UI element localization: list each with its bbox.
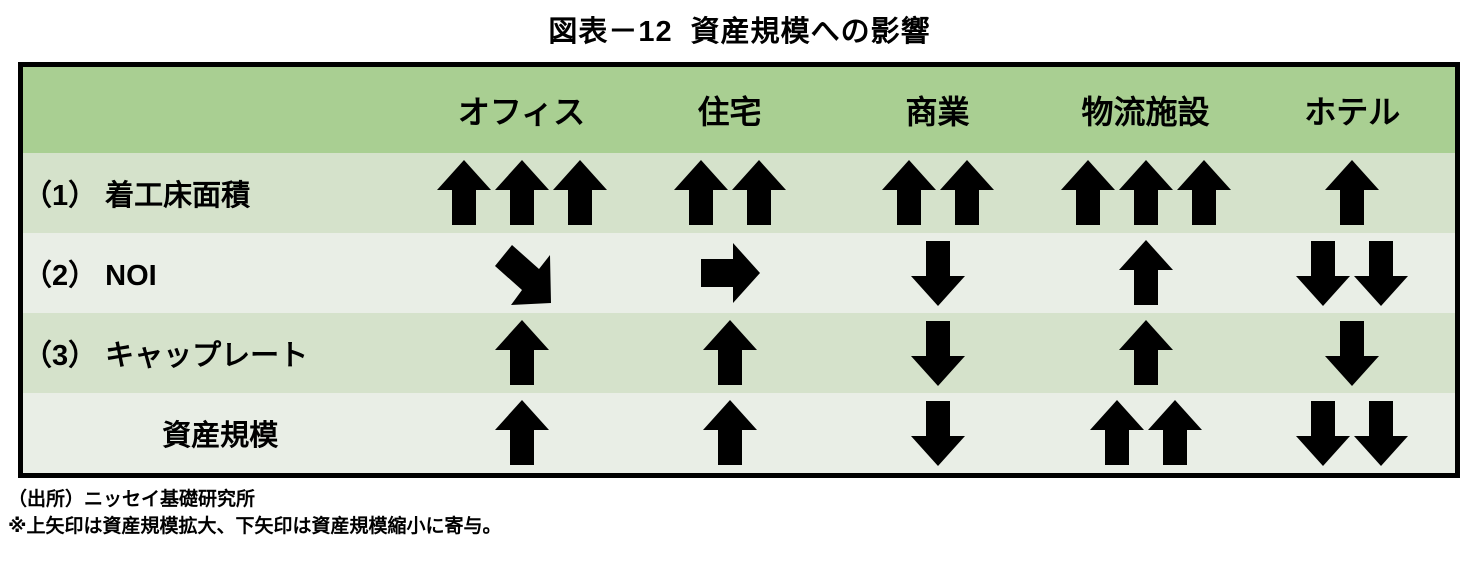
column-header-hotel: ホテル xyxy=(1249,64,1458,153)
arrow-group xyxy=(834,233,1042,313)
row-label: （3） キャップレート xyxy=(20,313,418,393)
arrow-up-icon xyxy=(1060,159,1116,227)
table-head: オフィス住宅商業物流施設ホテル xyxy=(20,64,1458,153)
arrow-down-icon xyxy=(910,319,966,387)
cell-retail xyxy=(833,233,1042,313)
cell-retail xyxy=(833,313,1042,393)
arrow-down-icon xyxy=(1295,239,1351,307)
row-label: （1） 着工床面積 xyxy=(20,153,418,233)
column-header-office: オフィス xyxy=(417,64,626,153)
arrow-up-icon xyxy=(1118,239,1174,307)
arrow-up-icon xyxy=(552,159,608,227)
arrow-group xyxy=(626,153,834,233)
table-row: 資産規模 xyxy=(20,393,1458,476)
cell-hotel xyxy=(1249,233,1458,313)
arrow-group xyxy=(1042,233,1250,313)
arrow-group xyxy=(834,313,1042,393)
cell-hotel xyxy=(1249,393,1458,476)
arrow-up-icon xyxy=(731,159,787,227)
arrow-up-icon xyxy=(494,159,550,227)
cell-office xyxy=(417,233,626,313)
cell-residence xyxy=(625,393,834,476)
arrow-group xyxy=(1042,313,1250,393)
arrow-up-icon xyxy=(494,319,550,387)
arrow-up-icon xyxy=(494,399,550,467)
arrow-down-icon xyxy=(1353,239,1409,307)
arrow-up-icon xyxy=(1089,399,1145,467)
arrow-group xyxy=(1042,393,1250,473)
arrow-group xyxy=(1042,153,1250,233)
table-row: （1） 着工床面積 xyxy=(20,153,1458,233)
arrow-up-icon xyxy=(673,159,729,227)
arrow-group xyxy=(418,233,626,313)
arrow-down-right-icon xyxy=(489,239,555,307)
page-title: 図表－12 資産規模への影響 xyxy=(548,16,931,48)
table-header-row: オフィス住宅商業物流施設ホテル xyxy=(20,64,1458,153)
cell-residence xyxy=(625,153,834,233)
footnote-block: （出所）ニッセイ基礎研究所 ※上矢印は資産規模拡大、下矢印は資産規模縮小に寄与。 xyxy=(8,487,501,541)
arrow-group xyxy=(418,393,626,473)
arrow-group xyxy=(1250,313,1456,393)
footnote-line: ※上矢印は資産規模拡大、下矢印は資産規模縮小に寄与。 xyxy=(8,515,502,537)
row-label: （2） NOI xyxy=(20,233,418,313)
arrow-group xyxy=(1250,233,1456,313)
arrow-group xyxy=(834,153,1042,233)
arrow-down-icon xyxy=(1324,319,1380,387)
column-header-residence: 住宅 xyxy=(625,64,834,153)
arrow-group xyxy=(626,233,834,313)
cell-residence xyxy=(625,233,834,313)
cell-retail xyxy=(833,393,1042,476)
arrow-down-icon xyxy=(1353,399,1409,467)
cell-logistics xyxy=(1041,313,1250,393)
table-corner-cell xyxy=(20,64,418,153)
arrow-up-icon xyxy=(1118,319,1174,387)
arrow-up-icon xyxy=(881,159,937,227)
arrow-down-icon xyxy=(1295,399,1351,467)
table-row: （3） キャップレート xyxy=(20,313,1458,393)
arrow-up-icon xyxy=(1176,159,1232,227)
arrow-up-icon xyxy=(1147,399,1203,467)
arrow-group xyxy=(1250,153,1456,233)
cell-office xyxy=(417,393,626,476)
arrow-down-icon xyxy=(910,239,966,307)
cell-logistics xyxy=(1041,153,1250,233)
arrow-group xyxy=(834,393,1042,473)
cell-residence xyxy=(625,313,834,393)
cell-hotel xyxy=(1249,313,1458,393)
impact-table: オフィス住宅商業物流施設ホテル （1） 着工床面積（2） NOI（3） キャップ… xyxy=(18,62,1460,478)
table-body: （1） 着工床面積（2） NOI（3） キャップレート資産規模 xyxy=(20,153,1458,476)
cell-logistics xyxy=(1041,393,1250,476)
arrow-up-icon xyxy=(702,319,758,387)
arrow-down-icon xyxy=(910,399,966,467)
arrow-up-icon xyxy=(702,399,758,467)
arrow-group xyxy=(626,313,834,393)
cell-office xyxy=(417,313,626,393)
arrow-right-icon xyxy=(699,242,761,304)
cell-logistics xyxy=(1041,233,1250,313)
column-header-logistics: 物流施設 xyxy=(1041,64,1250,153)
arrow-group xyxy=(418,153,626,233)
cell-hotel xyxy=(1249,153,1458,233)
arrow-up-icon xyxy=(1324,159,1380,227)
footnote-line: （出所）ニッセイ基礎研究所 xyxy=(8,489,256,510)
cell-office xyxy=(417,153,626,233)
column-header-retail: 商業 xyxy=(833,64,1042,153)
arrow-up-icon xyxy=(436,159,492,227)
table-row: （2） NOI xyxy=(20,233,1458,313)
arrow-group xyxy=(626,393,834,473)
row-label: 資産規模 xyxy=(20,393,418,476)
arrow-up-icon xyxy=(1118,159,1174,227)
cell-retail xyxy=(833,153,1042,233)
arrow-up-icon xyxy=(939,159,995,227)
arrow-group xyxy=(1250,393,1456,473)
arrow-group xyxy=(418,313,626,393)
